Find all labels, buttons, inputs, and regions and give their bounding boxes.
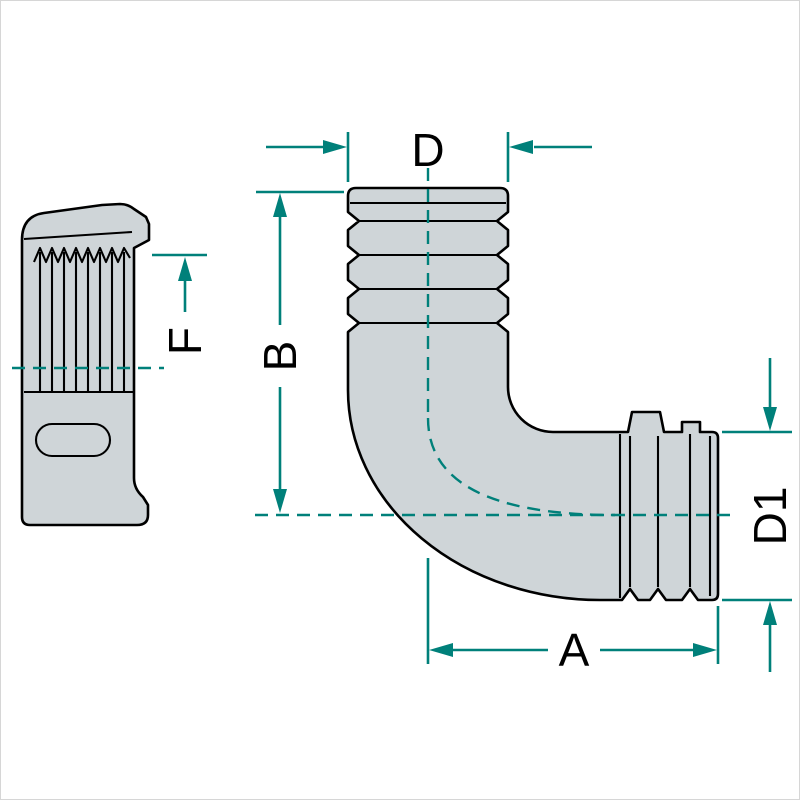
nut-slot: [34, 422, 112, 458]
dimension-label-f: F: [159, 327, 211, 355]
elbow-centerline-arc: [426, 417, 616, 517]
b-label-background: [257, 325, 303, 387]
dimension-label-a: A: [559, 624, 590, 676]
nut-side-view: [20, 202, 151, 527]
dimension-label-d: D: [411, 124, 444, 176]
a-label-background: [548, 622, 600, 676]
f-label-background: [164, 312, 206, 370]
d-arrowhead-left: [323, 140, 347, 154]
nut-chamfer-line: [23, 230, 133, 241]
elbow-fitting: [346, 186, 720, 602]
dimension-b: B: [254, 190, 344, 513]
d-arrowhead-right: [509, 140, 533, 154]
a-arrowhead-right: [693, 643, 717, 657]
centerlines: [12, 168, 738, 517]
dimension-d1: D1: [722, 358, 796, 672]
elbow-body: [346, 186, 720, 602]
dimension-a: A: [426, 558, 720, 676]
dimension-f: F: [152, 253, 211, 370]
nut-body: [20, 202, 151, 527]
dimension-d: D: [266, 124, 592, 182]
thread-crest-profile: [33, 246, 131, 264]
d1-arrowhead-bottom: [763, 601, 777, 625]
b-arrowhead-top: [273, 193, 287, 217]
dimension-label-b: B: [254, 341, 306, 372]
dimension-label-d1: D1: [744, 487, 796, 546]
a-arrowhead-left: [429, 643, 453, 657]
d1-arrowhead-top: [763, 407, 777, 431]
f-arrowhead: [178, 257, 192, 281]
b-arrowhead-bottom: [273, 489, 287, 513]
